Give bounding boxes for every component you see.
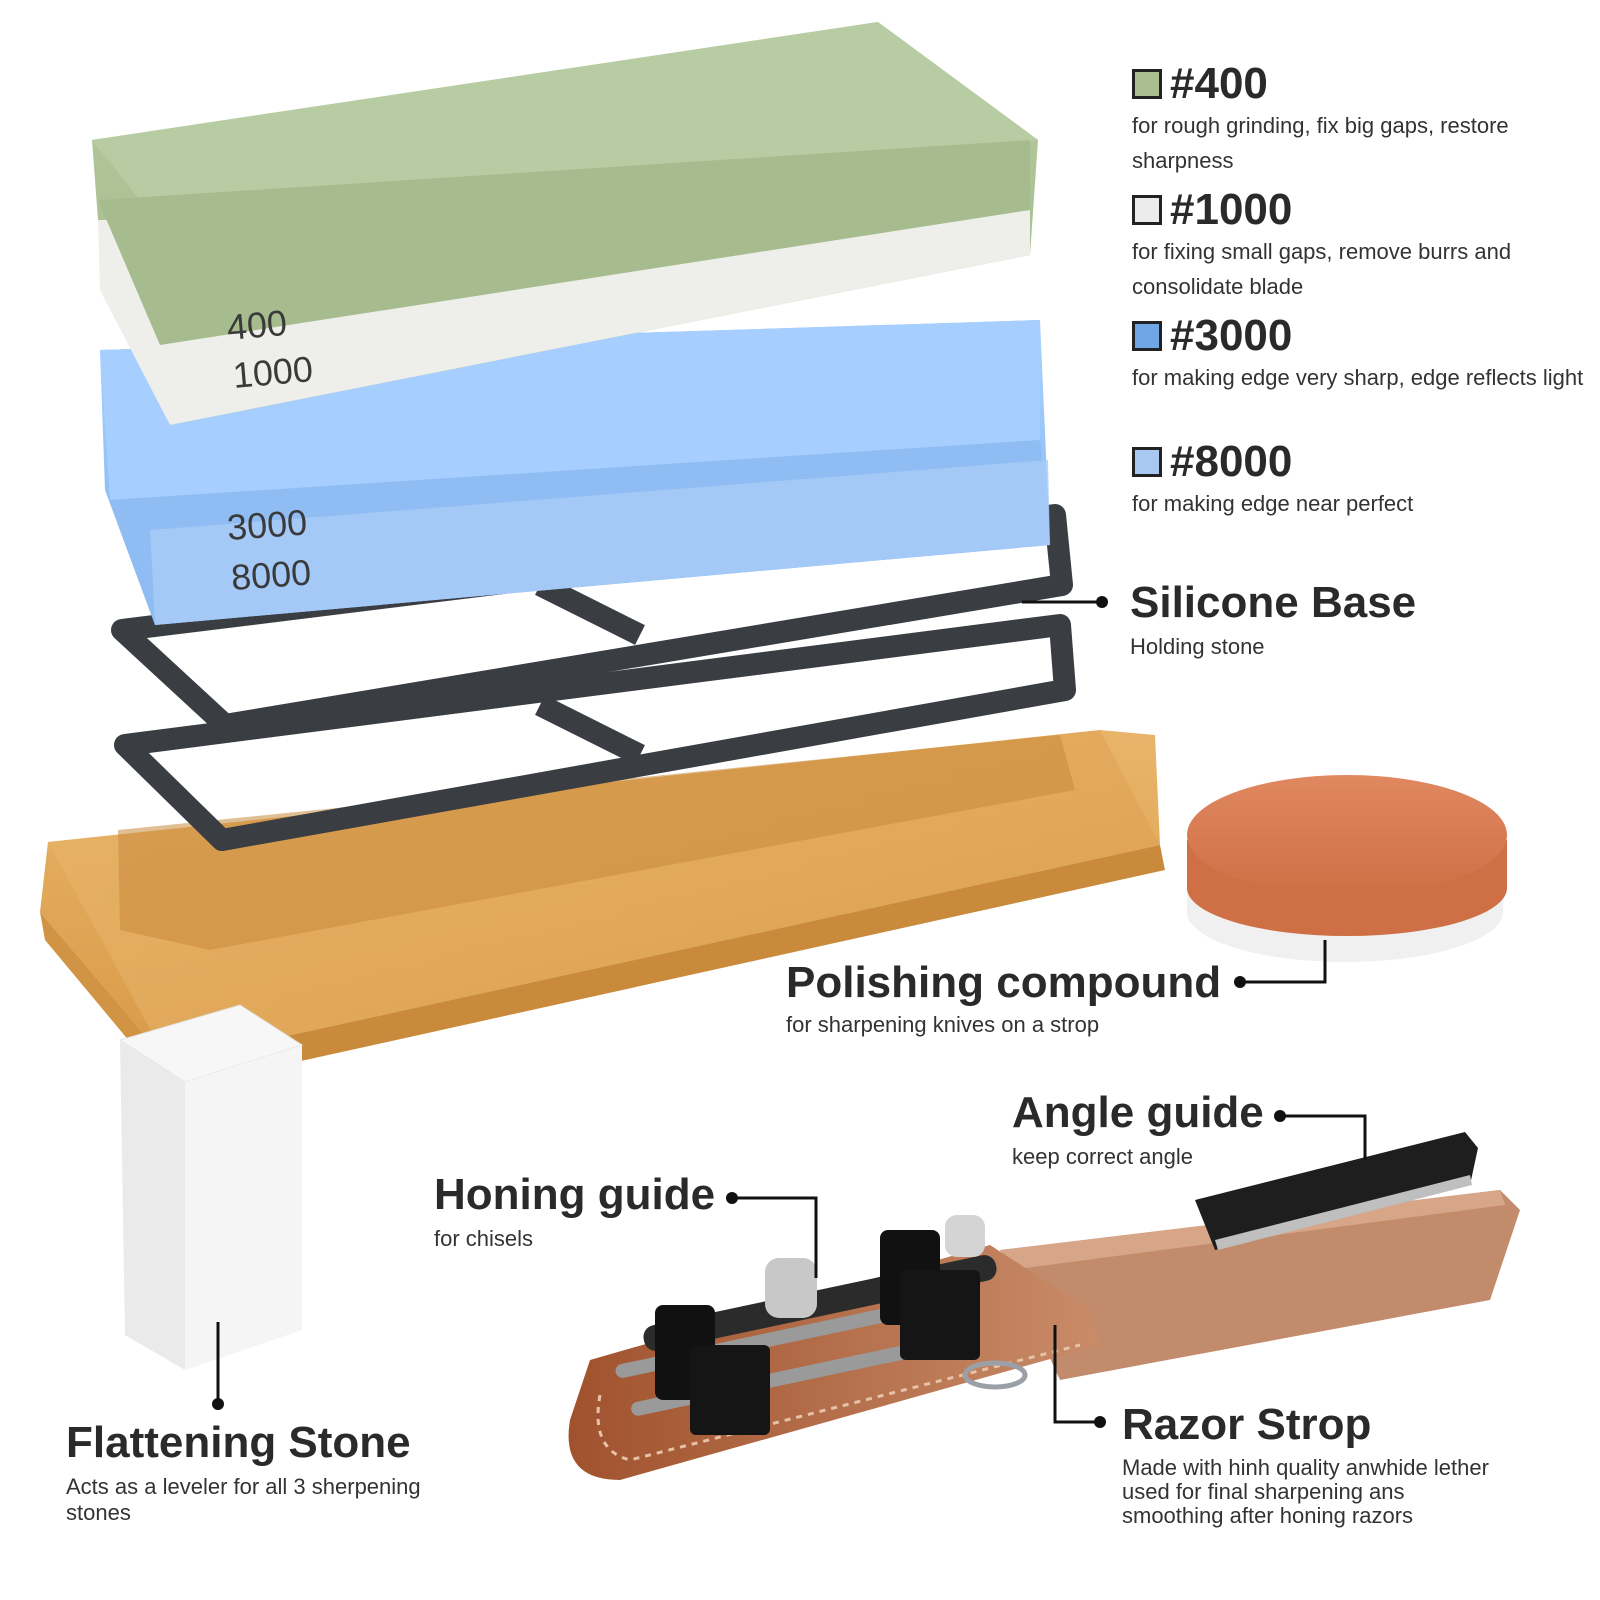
grit-1000-title: #1000 bbox=[1170, 185, 1293, 234]
blue-whetstone: 3000 8000 bbox=[100, 320, 1050, 625]
grit-3000-description: for making edge very sharp, edge reflect… bbox=[1132, 365, 1584, 390]
polishing-compound-label: Polishing compound for sharpening knives… bbox=[786, 958, 1221, 1038]
grit-400-item: #400 for rough grinding, fix big gaps, r… bbox=[1132, 60, 1592, 178]
razor-strop-label: Razor Strop Made with hinh quality anwhi… bbox=[1122, 1400, 1512, 1528]
flattening-stone-description: Acts as a leveler for all 3 sherpening s… bbox=[66, 1474, 421, 1525]
honing-guide-title: Honing guide bbox=[434, 1170, 716, 1219]
grit-8000-item: #8000 for making edge near perfect bbox=[1132, 438, 1592, 521]
grit-3000-item: #3000 for making edge very sharp, edge r… bbox=[1132, 312, 1592, 395]
grit-3000-swatch bbox=[1132, 321, 1162, 351]
grit-3000-title: #3000 bbox=[1170, 311, 1293, 360]
grit-400-description: for rough grinding, fix big gaps, restor… bbox=[1132, 113, 1509, 173]
honing-guide-tool bbox=[615, 1215, 997, 1435]
polishing-compound-puck bbox=[1187, 775, 1507, 962]
silicone-base-description: Holding stone bbox=[1130, 634, 1265, 659]
angle-guide-description: keep correct angle bbox=[1012, 1144, 1193, 1169]
angle-guide-tool bbox=[1195, 1132, 1478, 1250]
grit-8000-swatch bbox=[1132, 447, 1162, 477]
razor-strop-description: Made with hinh quality anwhide lether us… bbox=[1122, 1455, 1489, 1528]
angle-guide-title: Angle guide bbox=[1012, 1088, 1264, 1137]
grit-1000-description: for fixing small gaps, remove burrs and … bbox=[1132, 239, 1512, 299]
stone-marking-8000: 8000 bbox=[230, 551, 313, 597]
stone-marking-1000: 1000 bbox=[231, 348, 314, 396]
green-whetstone: 400 1000 bbox=[92, 22, 1038, 425]
grit-400-title: #400 bbox=[1170, 59, 1268, 108]
grit-1000-swatch bbox=[1132, 195, 1162, 225]
angle-guide-label: Angle guide keep correct angle bbox=[1012, 1088, 1264, 1170]
honing-guide-label: Honing guide for chisels bbox=[434, 1170, 715, 1252]
stone-marking-3000: 3000 bbox=[226, 501, 309, 547]
grit-1000-item: #1000 for fixing small gaps, remove burr… bbox=[1132, 186, 1592, 304]
grit-8000-description: for making edge near perfect bbox=[1132, 491, 1414, 516]
flattening-stone bbox=[118, 1004, 304, 1370]
stone-marking-400: 400 bbox=[225, 302, 288, 348]
razor-strop-title: Razor Strop bbox=[1122, 1400, 1372, 1449]
flattening-stone-label: Flattening Stone Acts as a leveler for a… bbox=[66, 1418, 466, 1526]
flattening-stone-title: Flattening Stone bbox=[66, 1418, 411, 1467]
honing-guide-description: for chisels bbox=[434, 1226, 534, 1251]
polishing-compound-description: for sharpening knives on a strop bbox=[786, 1012, 1100, 1037]
grit-8000-title: #8000 bbox=[1170, 437, 1293, 486]
grit-400-swatch bbox=[1132, 69, 1162, 99]
silicone-base-title: Silicone Base bbox=[1130, 578, 1417, 627]
polishing-compound-title: Polishing compound bbox=[786, 958, 1222, 1007]
silicone-base-label: Silicone Base Holding stone bbox=[1130, 578, 1416, 660]
